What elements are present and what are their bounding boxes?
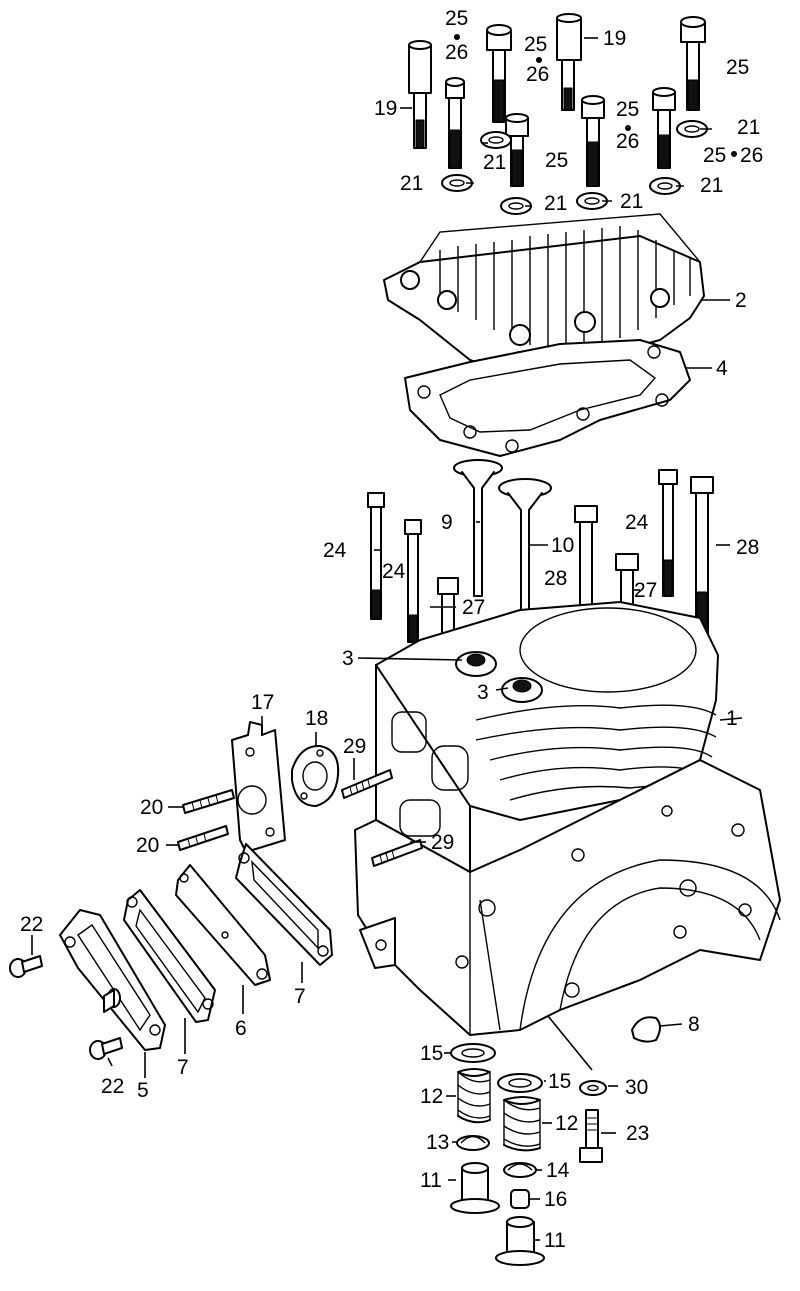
callout-11-left: 11 [420,1169,442,1192]
bolt-28-right [690,476,714,634]
head-bolts-group [408,13,737,215]
callout-12-right: 12 [555,1112,579,1135]
callout-29-lower: 29 [431,831,455,854]
callout-13: 13 [426,1131,450,1154]
bolt-26-center-right [581,95,605,187]
callout-24-right: 24 [625,511,649,534]
callout-2: 2 [735,289,747,312]
callout-26-b: 26 [526,63,550,86]
callout-3-lower: 3 [477,681,489,704]
bolt-23 [579,1109,603,1163]
callout-21-d: 21 [620,190,644,213]
callout-27-left: 27 [462,596,486,619]
callout-12-left: 12 [420,1085,444,1108]
leader-lines [31,37,743,1241]
callout-25-c: 25 [726,56,750,79]
callout-30: 30 [625,1076,649,1099]
stud-nut-19-left [408,40,432,149]
bolt-25-center [505,113,529,187]
callout-7-right: 7 [294,985,306,1008]
callout-7-left: 7 [177,1056,189,1079]
callout-11-right: 11 [544,1229,566,1252]
callout-25-d: 25 [545,149,569,172]
gasket-7-left [123,889,216,1023]
callout-20-upper: 20 [140,796,164,819]
reed-valve-6 [175,864,271,986]
tappet-11-left [450,1162,500,1214]
stud-29-upper [341,769,393,799]
bolt-25-26-a [445,77,465,169]
callout-3-upper: 3 [342,647,354,670]
callout-21-e: 21 [737,116,761,139]
screw-22-lower [89,1037,123,1060]
callout-25-e: 25 [616,98,640,121]
callout-26-d: 26 [740,144,764,167]
stud-20-upper [182,789,235,814]
callout-10: 10 [551,534,575,557]
bolt-24-mid [404,519,422,643]
callout-4: 4 [716,357,728,380]
reed-cage-17 [231,721,286,853]
callout-28-center: 28 [544,567,568,590]
callout-25-f: 25 [703,144,727,167]
callout-16: 16 [544,1188,568,1211]
cylinder-block [354,601,781,1036]
bolt-24-right [658,469,678,597]
intake-cover-5 [59,909,166,1051]
callout-8: 8 [688,1013,700,1036]
stud-29-lower [371,839,423,867]
callout-26-c: 26 [616,130,640,153]
callout-14: 14 [546,1159,570,1182]
callout-21-f: 21 [700,174,724,197]
callout-15-left: 15 [420,1042,444,1065]
head-gasket [404,339,691,457]
retainer-13 [456,1135,490,1151]
callout-29-upper: 29 [343,735,367,758]
callout-20-lower: 20 [136,834,160,857]
callout-21-a: 21 [400,172,424,195]
callout-25-b: 25 [524,33,548,56]
callout-5: 5 [137,1079,149,1102]
callout-21-c: 21 [544,192,568,215]
spring-12-right [503,1096,541,1152]
intake-valve-9 [453,459,503,597]
stud-nut-19-right [556,13,582,111]
callout-22-lower: 22 [101,1075,125,1098]
bolt-27-right [615,553,639,609]
gasket-18 [291,744,340,807]
plug-8 [631,1016,661,1043]
tappet-11-right [495,1216,545,1266]
spring-12-left [457,1068,491,1124]
gasket-7-right [235,843,333,966]
callout-23: 23 [626,1122,650,1145]
bolt-25-26-b [486,24,512,123]
stud-20-lower [177,825,229,851]
callout-24-mid: 24 [382,560,406,583]
callout-26-a: 26 [445,41,469,64]
callout-25-a: 25 [445,7,469,30]
callout-18: 18 [305,707,329,730]
callout-17: 17 [251,691,275,714]
callout-22-upper: 22 [20,913,44,936]
callout-15-right: 15 [548,1070,572,1093]
callout-28-right: 28 [736,536,760,559]
callout-21-b: 21 [483,151,507,174]
callout-6: 6 [235,1017,247,1040]
retainer-14 [503,1162,537,1178]
bolt-25-right [680,16,706,111]
callout-9: 9 [441,511,453,534]
bolt-25-26-far-right [652,87,676,169]
callout-19-right: 19 [603,27,627,50]
callout-19-left: 19 [374,97,398,120]
callout-24-left: 24 [323,539,347,562]
callout-27-right: 27 [634,579,658,602]
bolt-24-left [367,492,385,620]
callout-1: 1 [726,707,738,730]
cotter-16 [510,1189,530,1209]
screw-22-upper [9,955,43,978]
